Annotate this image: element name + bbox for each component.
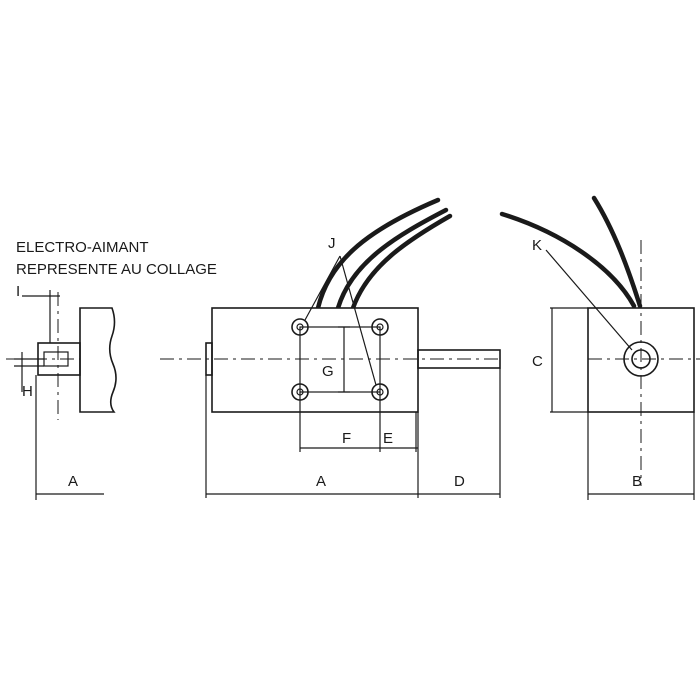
label-g: G	[322, 363, 334, 380]
mount-hole-tl	[291, 318, 309, 336]
wire-3	[350, 213, 453, 311]
wire-2	[335, 207, 449, 311]
label-a-main: A	[316, 473, 326, 490]
leader-j-1	[304, 255, 341, 321]
leader-k	[545, 249, 633, 351]
mount-hole-tr	[371, 318, 389, 336]
end-wire-1	[499, 211, 637, 309]
label-e: E	[383, 430, 393, 447]
mount-hole-tr-inner	[376, 323, 384, 331]
end-wire-2	[591, 195, 643, 309]
wire-1	[315, 197, 441, 311]
label-a-left: A	[68, 473, 78, 490]
label-f: F	[342, 430, 351, 447]
end-shaft-inner	[631, 349, 651, 369]
label-d: D	[454, 473, 465, 490]
mount-hole-tl-inner	[296, 323, 304, 331]
magnet-body	[211, 307, 419, 413]
leader-j-2	[339, 255, 377, 386]
side-detail-view	[6, 290, 117, 500]
label-b: B	[632, 473, 642, 490]
label-j: J	[328, 235, 336, 252]
caption-line-2: REPRESENTE AU COLLAGE	[16, 261, 217, 278]
label-h: H	[22, 383, 33, 400]
label-c: C	[532, 353, 543, 370]
mounting-plate	[79, 307, 117, 413]
label-i: I	[16, 283, 20, 300]
caption-line-1: ELECTRO-AIMANT	[16, 239, 149, 256]
end-view	[499, 195, 700, 500]
end-shaft-outer	[623, 341, 659, 377]
shaft	[417, 349, 501, 369]
label-k: K	[532, 237, 542, 254]
front-view	[160, 197, 501, 498]
